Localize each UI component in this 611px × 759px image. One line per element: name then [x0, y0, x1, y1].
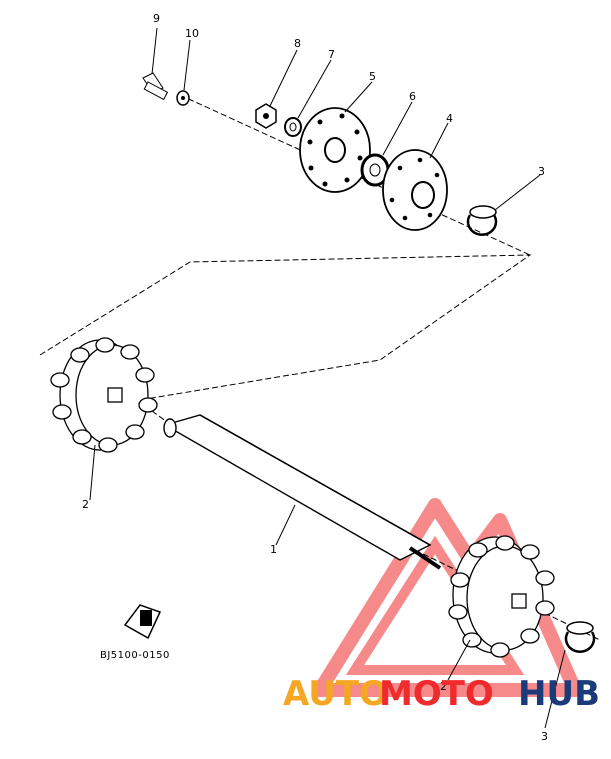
callout-7: 7	[328, 48, 335, 61]
lock-washer-part	[284, 117, 302, 137]
circlip-part	[466, 205, 498, 236]
sprocket-left	[50, 337, 158, 453]
watermark-hub: HUB	[518, 674, 600, 714]
watermark-auto: AUTO	[283, 674, 388, 714]
watermark-moto: MOTO	[379, 674, 494, 714]
callout-2-right: 2	[440, 680, 447, 693]
callout-8: 8	[294, 37, 301, 50]
flange-part	[299, 107, 371, 193]
callout-3-lower: 3	[541, 730, 548, 743]
callout-3-upper: 3	[538, 165, 545, 178]
callout-6: 6	[409, 90, 416, 103]
part-code: BJ5100-0150	[100, 650, 170, 661]
callout-1: 1	[270, 543, 277, 556]
circlip-lower-part	[564, 621, 596, 653]
nut-part	[255, 103, 277, 129]
watermark-text: AUTO MOTO HUB	[283, 674, 600, 714]
callout-2-left: 2	[82, 498, 89, 511]
bearing-housing-part	[382, 149, 448, 231]
drive-shaft	[163, 414, 442, 570]
callout-4: 4	[446, 112, 453, 125]
callout-labels: 9 10 8 7 5 6 4 3 2 1 2 3 BJ5100-0150	[82, 12, 548, 743]
reference-icon	[123, 604, 162, 640]
sprocket-right	[448, 535, 555, 658]
bolt-part	[142, 72, 169, 101]
callout-5: 5	[369, 70, 376, 83]
washer-part	[176, 90, 190, 106]
callout-10: 10	[185, 27, 199, 40]
callout-9: 9	[153, 12, 160, 25]
leader-lines	[89, 27, 566, 729]
